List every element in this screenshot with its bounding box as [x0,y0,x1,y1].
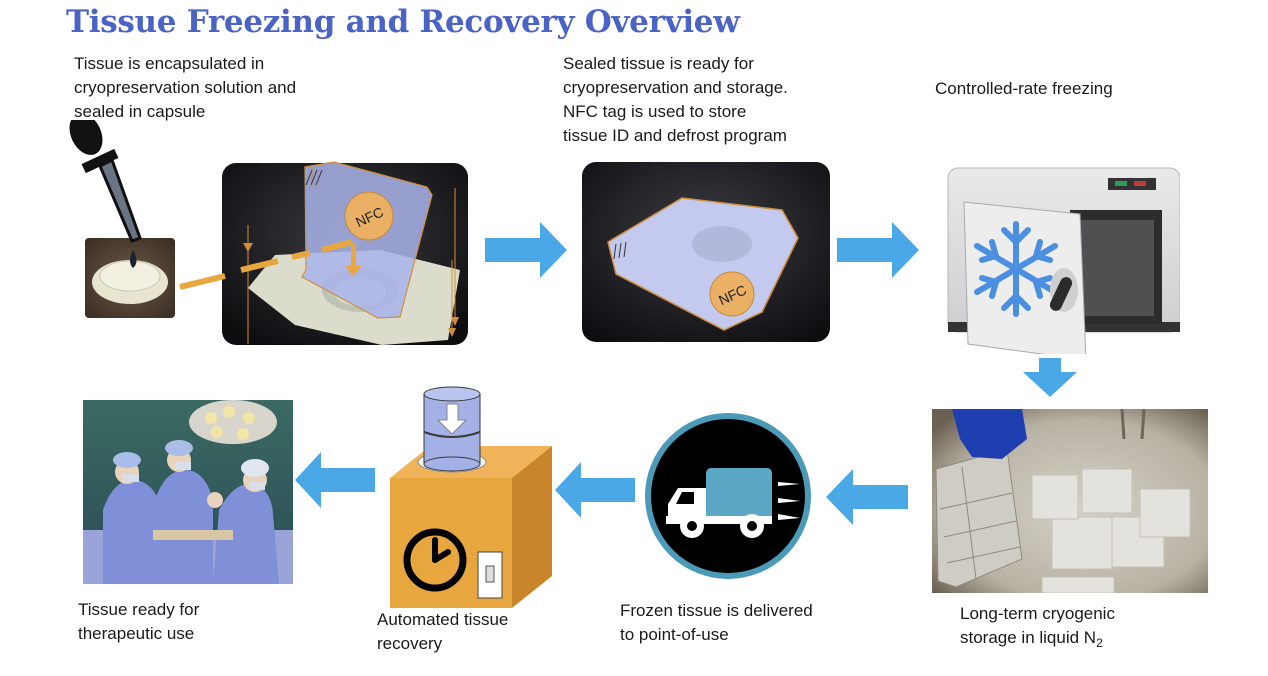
caption-recovery: Automated tissue recovery [377,610,509,653]
capsule-lid: NFC [243,161,459,344]
clock-icon [403,528,467,592]
flow-arrow-down [1022,358,1078,398]
flow-arrow-right-2 [837,222,922,278]
encapsulation-illustration: NFC [60,120,480,350]
sealed-capsule-photo: NFC [582,162,830,342]
flow-arrow-left-1 [826,469,908,525]
caption-therapeutic: Tissue ready for therapeutic use [78,600,200,643]
dashed-connector [179,239,353,290]
snowflake-icon [974,221,1058,317]
delivery-truck-icon [644,412,812,580]
cylinder-icon [423,386,481,472]
caption-freezing: Controlled-rate freezing [935,79,1113,98]
recovery-box-icon [390,380,560,610]
surgery-photo [83,400,293,584]
flow-arrow-left-2 [555,462,635,518]
caption-sealed: Sealed tissue is ready for cryopreservat… [563,54,788,145]
freezer-photo [930,164,1180,354]
caption-storage-subscript: 2 [1096,636,1103,650]
flow-arrow-left-3 [295,452,375,508]
dropper-icon [69,120,142,268]
caption-encapsulation: Tissue is encapsulated in cryopreservati… [74,54,297,121]
caption-storage: Long-term cryogenic storage in liquid N2 [960,602,1115,655]
caption-storage-text: Long-term cryogenic storage in liquid N [960,604,1115,647]
page-title: Tissue Freezing and Recovery Overview [66,4,740,40]
flow-arrow-right-1 [485,222,570,278]
switch-icon [477,551,503,599]
caption-delivery: Frozen tissue is delivered to point-of-u… [620,601,813,644]
liquid-nitrogen-storage-photo [932,409,1208,593]
dish-photo [85,238,175,318]
